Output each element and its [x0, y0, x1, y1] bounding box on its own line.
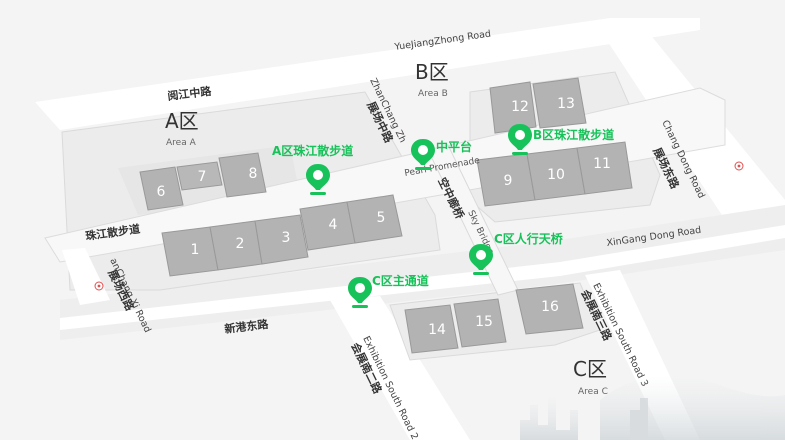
hall-4[interactable]: 4 [299, 201, 356, 251]
area-a-title: A区 [165, 109, 199, 133]
area-b-subtitle: Area B [418, 89, 448, 99]
hall-3-label: 3 [282, 230, 291, 246]
area-c-subtitle: Area C [578, 387, 608, 397]
hall-7[interactable]: 7 [176, 161, 223, 191]
hall-14[interactable]: 14 [404, 304, 459, 354]
road-zhanchang-xi [62, 248, 110, 305]
hall-9[interactable]: 9 [476, 153, 536, 207]
hall-16-label: 16 [541, 299, 559, 315]
label-yuejiang-cn: 阅江中路 [167, 84, 213, 103]
road-exhibition-south-2 [330, 296, 470, 440]
entrance-marker-icon [94, 281, 104, 291]
area-a-subtitle: Area A [166, 138, 197, 148]
poi-middle-platform-label[interactable]: 中平台 [436, 139, 472, 154]
hall-13-label: 13 [557, 96, 575, 112]
road-xingang-center [60, 225, 785, 330]
hall-8[interactable]: 8 [218, 152, 267, 198]
entrance-marker-icon [97, 284, 101, 288]
hall-7-label: 7 [198, 169, 207, 185]
zhujiang-walkway [44, 87, 726, 263]
hall-5[interactable]: 5 [346, 194, 403, 244]
hall-13[interactable]: 13 [532, 77, 587, 129]
hall-3[interactable]: 3 [254, 214, 309, 265]
hall-15[interactable]: 15 [453, 298, 507, 348]
hall-2[interactable]: 2 [209, 220, 263, 271]
hall-15-label: 15 [475, 314, 493, 330]
hall-12[interactable]: 12 [489, 81, 537, 134]
hall-6-label: 6 [157, 184, 166, 200]
poi-c-bridge-label[interactable]: C区人行天桥 [494, 231, 564, 246]
hall-5-label: 5 [377, 210, 386, 226]
hall-9-label: 9 [504, 173, 513, 189]
hall-10[interactable]: 10 [526, 147, 586, 201]
poi-b-walk-label[interactable]: B区珠江散步道 [533, 127, 614, 142]
road-yuejiang [35, 18, 700, 130]
hall-11-label: 11 [593, 156, 611, 172]
entrance-marker-icon [734, 161, 744, 171]
poi-a-walk-label[interactable]: A区珠江散步道 [272, 143, 353, 158]
skyline-decoration [520, 375, 785, 440]
area-b-title: B区 [415, 60, 449, 84]
hall-8-label: 8 [249, 166, 258, 182]
hall-16[interactable]: 16 [515, 283, 584, 335]
label-xingang-dong-cn: 新港东路 [224, 317, 270, 336]
hall-2-label: 2 [236, 236, 245, 252]
area-c-title: C区 [573, 357, 607, 381]
hall-4-label: 4 [329, 217, 338, 233]
entrance-marker-icon [737, 164, 741, 168]
hall-10-label: 10 [547, 167, 565, 183]
hall-6[interactable]: 6 [139, 166, 184, 211]
hall-1-label: 1 [191, 242, 200, 258]
poi-c-main-label[interactable]: C区主通道 [372, 273, 429, 288]
hall-11[interactable]: 11 [576, 141, 633, 195]
hall-14-label: 14 [428, 322, 446, 338]
hall-1[interactable]: 1 [161, 226, 219, 277]
hall-12-label: 12 [511, 99, 529, 115]
